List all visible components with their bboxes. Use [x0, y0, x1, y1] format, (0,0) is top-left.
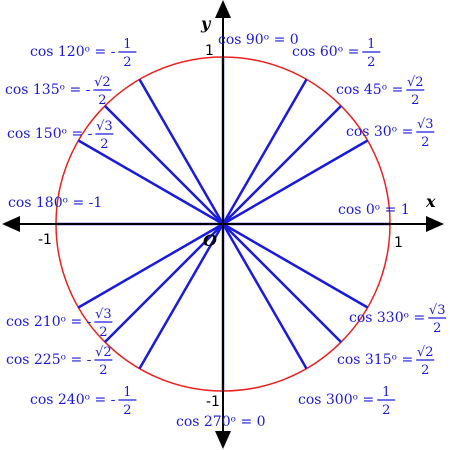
cos-label-text: cos 270ᵒ = 0 [176, 414, 266, 430]
cos-label-text: cos 30ᵒ = [346, 124, 413, 140]
fraction-numerator: 1 [123, 385, 131, 400]
fraction-denominator: 2 [123, 403, 131, 418]
cos-label-text: cos 240ᵒ = - [30, 392, 116, 408]
cos-label-150: cos 150ᵒ = -√3 2 [7, 119, 114, 152]
cos-label-120: cos 120ᵒ = - 1 2 [30, 37, 137, 70]
cos-label-text: cos 180ᵒ = -1 [8, 195, 102, 211]
fraction-denominator: 2 [98, 93, 106, 108]
fraction-numerator: √2 [407, 75, 424, 90]
y-axis-arrow-bottom [215, 431, 231, 449]
radius-line-315 [222, 223, 342, 343]
radius-line-240 [138, 223, 225, 370]
cos-label-0: cos 0ᵒ = 1 [338, 202, 410, 218]
cos-label-text: cos 330ᵒ = [349, 310, 425, 326]
fraction-numerator: 1 [123, 37, 131, 52]
radius-line-135 [104, 105, 224, 225]
fraction-numerator: √3 [417, 117, 434, 132]
radius-line-210 [77, 222, 224, 309]
fraction-numerator: √2 [95, 345, 112, 360]
fraction-denominator: 2 [99, 363, 107, 378]
radius-line-225 [104, 223, 224, 343]
tick-label-left: -1 [38, 232, 52, 248]
tick-label-top: 1 [205, 43, 214, 59]
fraction-denominator: 2 [411, 93, 419, 108]
x-axis-arrow-left [2, 216, 20, 232]
cos-label-90: cos 90ᵒ = 0 [218, 32, 299, 48]
cos-label-text: cos 45ᵒ = [336, 82, 403, 98]
radius-line-150 [77, 139, 224, 226]
fraction-denominator: 2 [99, 325, 107, 340]
cos-label-45: cos 45ᵒ = √2 2 [336, 75, 425, 108]
radius-line-120 [138, 78, 225, 225]
cos-label-text: cos 225ᵒ = - [6, 352, 92, 368]
radius-line-300 [221, 223, 308, 370]
cos-label-text: cos 60ᵒ = [292, 44, 359, 60]
cos-label-text: cos 135ᵒ = - [5, 82, 91, 98]
fraction-numerator: √3 [95, 307, 112, 322]
cos-label-text: cos 300ᵒ = [298, 392, 374, 408]
cos-label-30: cos 30ᵒ = √3 2 [346, 117, 435, 150]
fraction-denominator: 2 [421, 363, 429, 378]
fraction-denominator: 2 [100, 137, 108, 152]
cos-label-text: cos 0ᵒ = 1 [338, 202, 410, 218]
y-axis-label: y [200, 14, 212, 33]
cos-label-330: cos 330ᵒ = √3 2 [349, 303, 447, 336]
cos-label-180: cos 180ᵒ = -1 [8, 195, 102, 211]
radius-line-60 [221, 78, 308, 225]
tick-label-bottom: -1 [206, 394, 220, 410]
cos-label-text: cos 150ᵒ = - [7, 126, 93, 142]
radius-line-330 [222, 222, 369, 309]
fraction-denominator: 2 [421, 135, 429, 150]
cos-label-60: cos 60ᵒ = 1 2 [292, 37, 381, 70]
x-axis-arrow-right [426, 216, 444, 232]
fraction-numerator: √3 [96, 119, 113, 134]
fraction-denominator: 2 [382, 403, 390, 418]
cos-label-text: cos 120ᵒ = - [30, 44, 116, 60]
radius-line-45 [222, 105, 342, 225]
x-axis-label: x [425, 192, 436, 211]
cos-label-text: cos 315ᵒ = [337, 352, 413, 368]
cos-label-210: cos 210ᵒ = -√3 2 [6, 307, 113, 340]
cos-label-225: cos 225ᵒ = -√2 2 [6, 345, 113, 378]
fraction-denominator: 2 [367, 55, 375, 70]
origin-label: O [203, 231, 217, 250]
cos-label-315: cos 315ᵒ = √2 2 [337, 345, 435, 378]
fraction-numerator: √3 [429, 303, 446, 318]
cos-label-300: cos 300ᵒ = 1 2 [298, 385, 396, 418]
fraction-denominator: 2 [123, 55, 131, 70]
cos-label-135: cos 135ᵒ = -√2 2 [5, 75, 112, 108]
cos-label-text: cos 90ᵒ = 0 [218, 32, 299, 48]
fraction-numerator: 1 [382, 385, 390, 400]
radius-line-30 [222, 139, 369, 226]
y-axis-arrow-top [215, 0, 231, 18]
tick-label-right: 1 [394, 235, 403, 251]
fraction-numerator: √2 [94, 75, 111, 90]
cos-label-240: cos 240ᵒ = - 1 2 [30, 385, 137, 418]
cos-label-270: cos 270ᵒ = 0 [176, 414, 266, 430]
cos-label-text: cos 210ᵒ = - [6, 314, 92, 330]
fraction-denominator: 2 [433, 321, 441, 336]
fraction-numerator: √2 [417, 345, 434, 360]
fraction-numerator: 1 [367, 37, 375, 52]
